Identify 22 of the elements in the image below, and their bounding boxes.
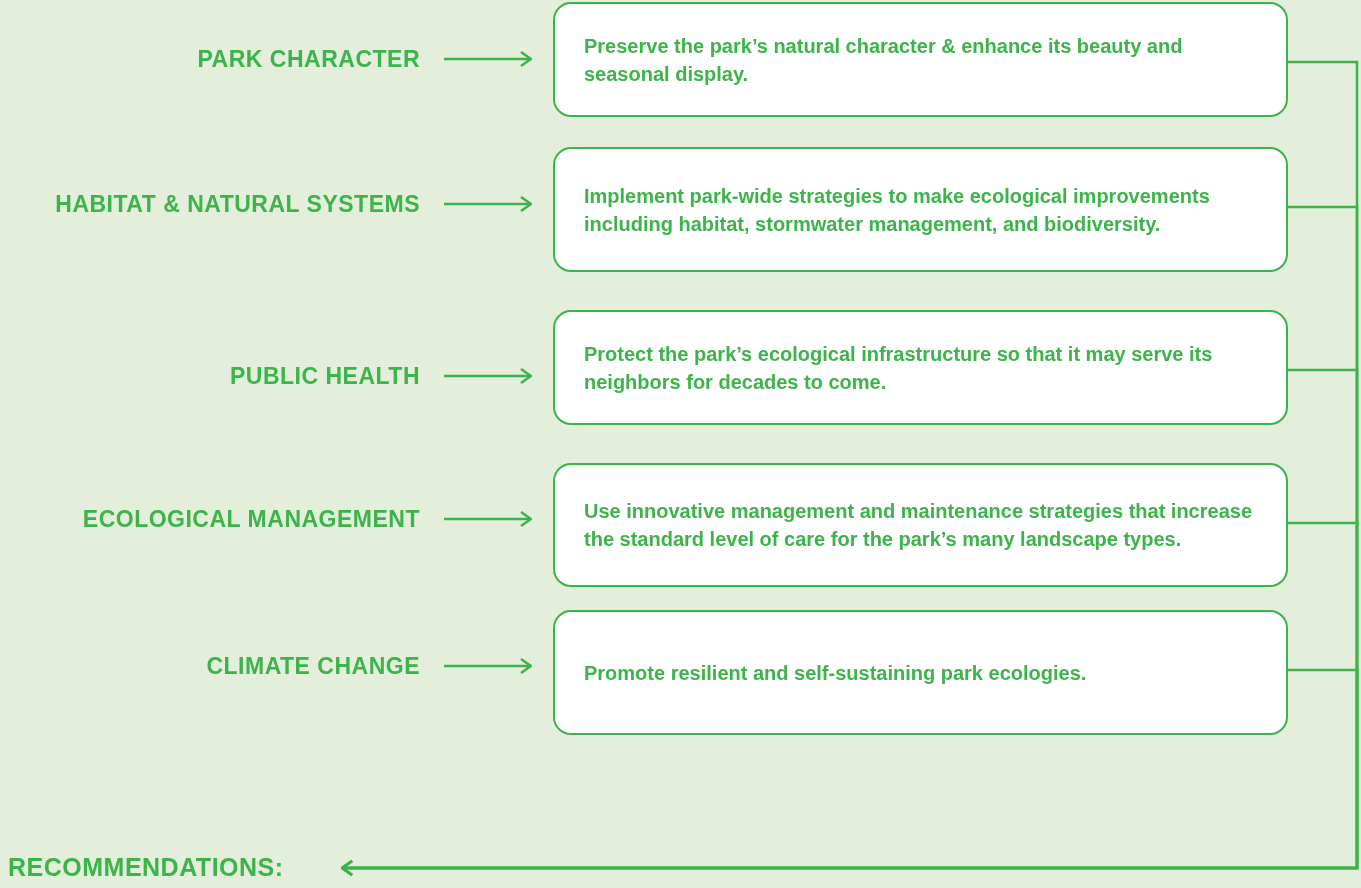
category-label: PARK CHARACTER <box>197 44 420 74</box>
category-label: ECOLOGICAL MANAGEMENT <box>82 504 420 534</box>
statement-text: Promote resilient and self-sustaining park ecologies. <box>584 660 1088 686</box>
statement-text: Use innovative management and maintenance strategies that increase the standard level of care for the park’s many landscape types. <box>584 499 1254 552</box>
category-label: HABITAT & NATURAL SYSTEMS <box>55 189 420 219</box>
statement-text: Implement park-wide strategies to make ecological improvements including habitat, stormwater management, and biodiversity. <box>584 183 1211 237</box>
connector-arrow <box>444 657 533 675</box>
connector-arrow <box>444 367 533 385</box>
statement-text: Protect the park’s ecological infrastructure so that it may serve its neighbors for decades to come. <box>584 341 1214 395</box>
category-label: CLIMATE CHANGE <box>206 651 420 681</box>
connector-arrow <box>444 195 533 213</box>
statement-box <box>553 610 1288 735</box>
connector-arrow <box>444 510 533 528</box>
statement-box <box>553 463 1288 587</box>
connector-arrow <box>444 50 533 68</box>
statement-box <box>553 147 1288 272</box>
connector-arrow <box>340 668 1359 877</box>
result-heading: RECOMMENDATIONS: <box>8 852 284 884</box>
statement-box <box>553 2 1288 117</box>
statement-box <box>553 310 1288 425</box>
statement-text: Preserve the park’s natural character & enhance its beauty and seasonal display. <box>584 33 1184 87</box>
category-label: PUBLIC HEALTH <box>229 361 420 391</box>
